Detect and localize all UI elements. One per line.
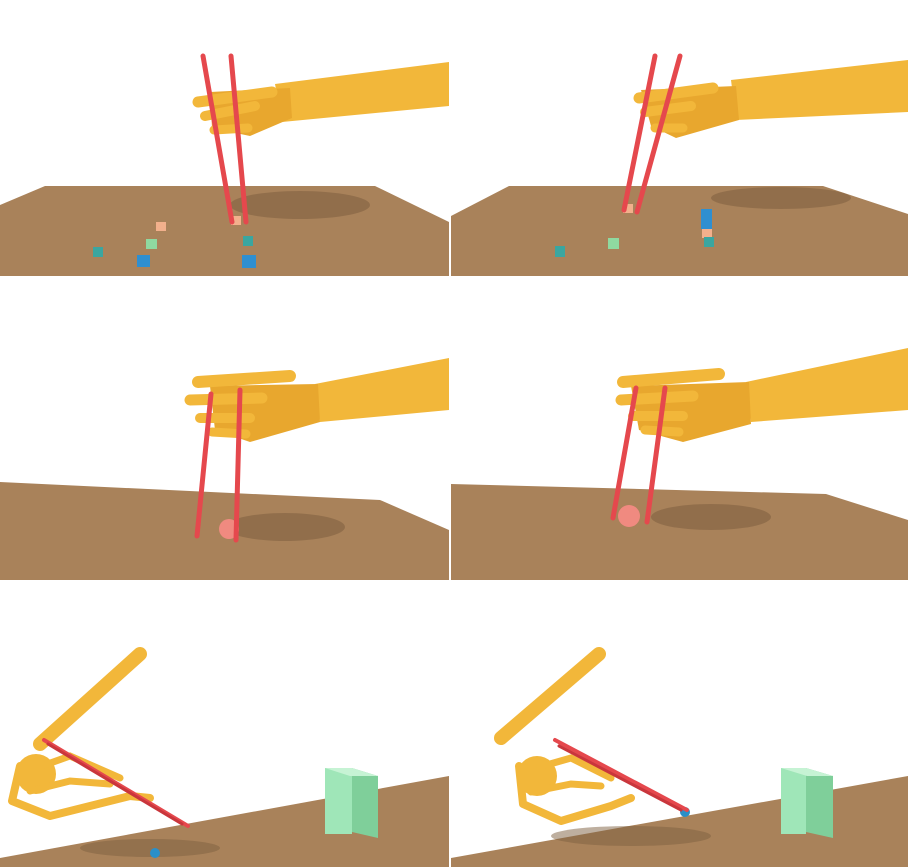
finger-1 (633, 82, 719, 104)
box-green-top (325, 768, 378, 776)
finger-2 (640, 101, 696, 117)
cube-teal (93, 247, 103, 257)
cube-blue (137, 255, 150, 267)
cube-peach (156, 222, 166, 231)
finger-4 (640, 425, 684, 437)
finger-3 (209, 123, 253, 135)
arm (275, 62, 449, 122)
chopstick-1 (200, 53, 235, 225)
chopstick-2 (634, 53, 683, 215)
finger-loop-3 (527, 780, 605, 796)
chopstick-2 (228, 53, 249, 225)
arm (315, 358, 449, 422)
cube-teal-2 (243, 236, 253, 246)
arm (746, 348, 908, 422)
chopstick-1 (610, 385, 639, 521)
scene-cube-stack (451, 53, 908, 276)
shadow (651, 504, 771, 530)
table (451, 484, 908, 580)
panel-ball-pick (0, 302, 449, 580)
cube-blue-top (701, 209, 712, 229)
shadow (230, 191, 370, 219)
ball-pink (618, 505, 640, 527)
finger-1 (192, 370, 296, 388)
arm (494, 647, 606, 745)
table (0, 186, 449, 276)
box-green (781, 768, 806, 834)
cube-peach-held (623, 204, 633, 213)
scene-ball-pick (0, 358, 449, 580)
finger-1 (617, 368, 725, 388)
cube-peach-held (231, 216, 241, 225)
cube-teal-2 (704, 237, 714, 247)
box-green-side (806, 768, 833, 838)
box-green-side (352, 768, 378, 838)
chopstick-1 (621, 53, 658, 213)
panel-small-ball-push (0, 606, 449, 867)
scene-small-ball-push-late (451, 647, 908, 867)
box-green (325, 768, 352, 834)
scene-small-ball-push (0, 647, 449, 867)
chopstick-2 (557, 744, 683, 812)
cube-green (608, 238, 619, 249)
panel-ball-lift (451, 302, 908, 580)
finger-2 (184, 392, 268, 406)
arm (731, 60, 908, 120)
scene-cube-pick (0, 53, 449, 276)
cube-blue-2 (242, 255, 256, 268)
finger-loop-1 (515, 762, 635, 825)
shadow (551, 826, 711, 846)
cube-peach (702, 229, 712, 238)
panel-small-ball-push-late (451, 606, 908, 867)
shadow (225, 513, 345, 541)
panel-cube-stack (451, 0, 908, 276)
arm (33, 647, 147, 751)
cube-green (146, 239, 157, 249)
finger-loop-2 (539, 754, 615, 782)
chopstick-1 (553, 738, 689, 812)
scene-ball-lift (451, 348, 908, 580)
panel-cube-pick (0, 0, 449, 276)
ball-blue (150, 848, 160, 858)
box-green-top (781, 768, 833, 776)
chopstick-1 (194, 391, 214, 539)
finger-loop-3 (26, 777, 114, 795)
table (0, 776, 449, 867)
cube-teal (555, 246, 565, 257)
chopstick-2 (644, 385, 668, 525)
shadow (711, 187, 851, 209)
chopstick-2 (46, 742, 184, 826)
shadow (80, 839, 220, 857)
chopstick-2 (233, 387, 243, 543)
